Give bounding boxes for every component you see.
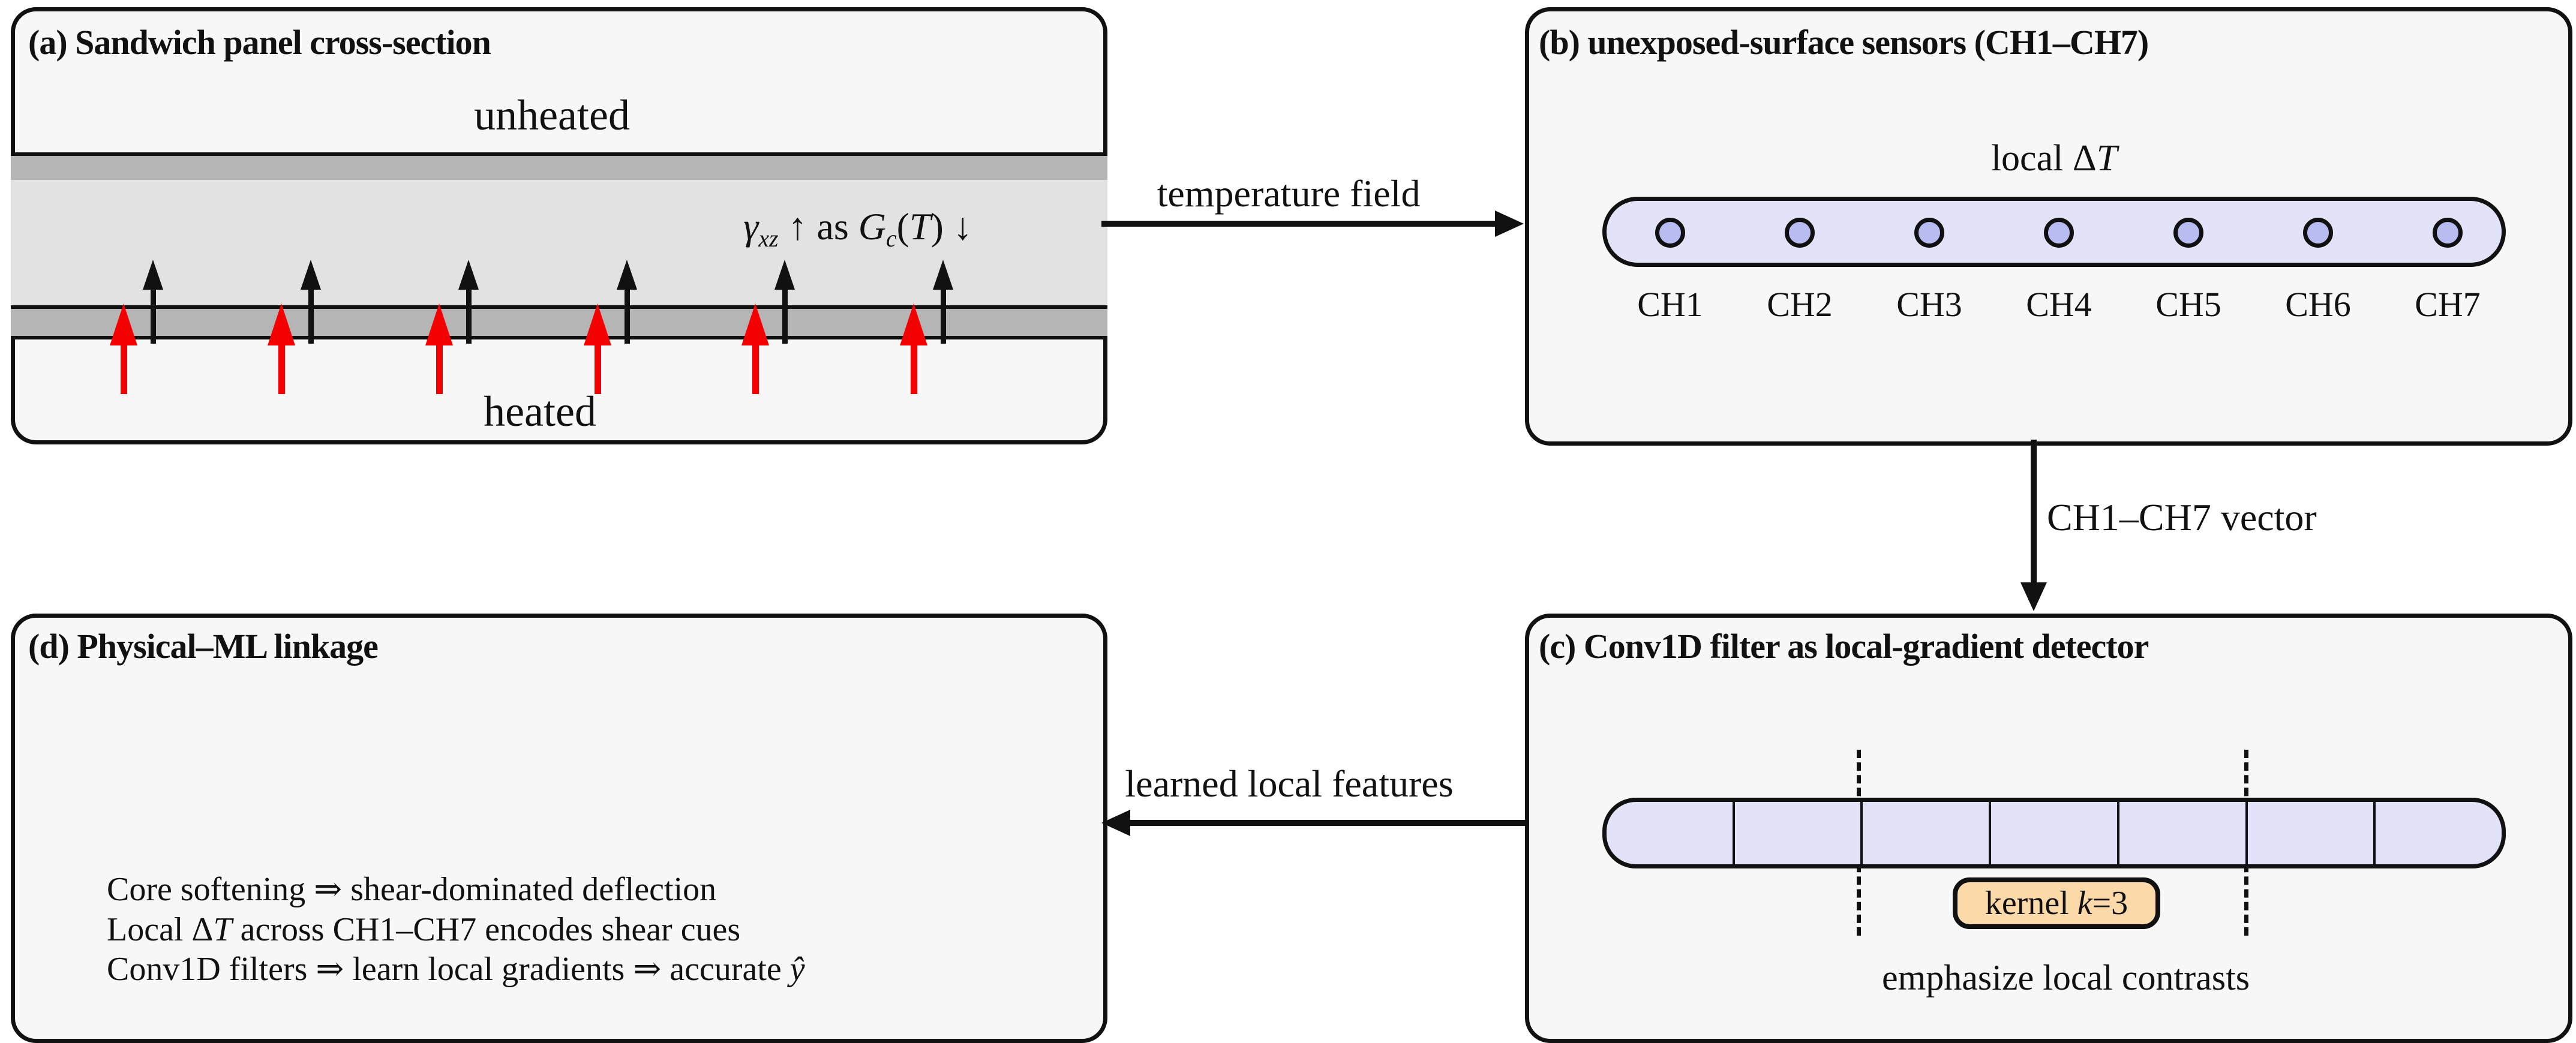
modulus-subscript: c <box>885 225 897 252</box>
linkage-text: Core softening ⇒ shear-dominated deflect… <box>107 870 805 990</box>
channel-label-ch1: CH1 <box>1637 285 1703 324</box>
sensor-dot-ch5 <box>2173 218 2203 248</box>
down-arrow-glyph: ↓ <box>953 205 972 248</box>
linkage-line-2: Local ΔT across CH1–CH7 encodes shear cu… <box>107 910 805 950</box>
panel-unexposed-sensors: (b) unexposed-surface sensors (CH1–CH7) … <box>1525 7 2572 446</box>
local-delta-T: T <box>2096 138 2118 179</box>
panel-physical-ml-linkage: (d) Physical–ML linkage Core softening ⇒… <box>11 614 1107 1043</box>
gamma-symbol: γ <box>743 205 759 248</box>
panel-d-title: (d) Physical–ML linkage <box>28 627 379 666</box>
conv-cell-7 <box>2376 802 2502 864</box>
channel-label-ch4: CH4 <box>2026 285 2092 324</box>
kernel-badge: kernel k=3 <box>1953 877 2160 929</box>
line2-T-symbol: T <box>213 910 232 948</box>
vector-arrow-shaft <box>2031 440 2037 584</box>
up-arrow-glyph: ↑ <box>788 205 807 248</box>
heat-flux-arrow-1 <box>110 303 137 394</box>
conv-cell-4 <box>1991 802 2119 864</box>
shear-modulus-symbol: G <box>858 205 886 248</box>
sensor-dot-ch4 <box>2044 218 2074 248</box>
conduction-arrow-6 <box>933 260 953 344</box>
line2-prefix: Local Δ <box>107 910 214 948</box>
conduction-arrow-5 <box>774 260 795 344</box>
temperature-arrow-shaft <box>1101 221 1497 227</box>
conv-cells <box>1607 802 2502 864</box>
conv-cell-5 <box>2119 802 2248 864</box>
temperature-field-label: temperature field <box>1157 172 1421 215</box>
temperature-arrowhead <box>1495 211 1524 237</box>
gamma-subscript: xz <box>758 225 779 252</box>
heat-flux-arrow-5 <box>741 303 769 394</box>
kernel-text-suffix: =3 <box>2092 885 2128 922</box>
kernel-k-symbol: k <box>2077 885 2092 922</box>
shear-formula: γxz ↑ as Gc(T) ↓ <box>678 205 1038 253</box>
panel-a-title: (a) Sandwich panel cross-section <box>28 23 491 62</box>
features-arrowhead <box>1101 810 1130 836</box>
vector-label: CH1–CH7 vector <box>2047 496 2317 539</box>
channel-label-ch7: CH7 <box>2415 285 2481 324</box>
panel-b-title: (b) unexposed-surface sensors (CH1–CH7) <box>1539 23 2149 62</box>
sensor-dot-ch3 <box>1914 218 1944 248</box>
channel-label-ch3: CH3 <box>1896 285 1962 324</box>
heat-flux-arrow-6 <box>900 303 927 394</box>
paren-close: ) <box>930 205 944 248</box>
unheated-label: unheated <box>474 91 630 139</box>
line2-suffix: across CH1–CH7 encodes shear cues <box>232 910 741 948</box>
conv-cell-2 <box>1735 802 1863 864</box>
sensor-dot-ch2 <box>1785 218 1815 248</box>
core-layer <box>11 180 1107 305</box>
conv-cell-1 <box>1607 802 1735 864</box>
channel-label-ch2: CH2 <box>1767 285 1833 324</box>
sensor-dot-ch6 <box>2303 218 2333 248</box>
features-arrow-shaft <box>1128 820 1525 826</box>
panel-conv1d-filter: (c) Conv1D filter as local-gradient dete… <box>1525 614 2572 1043</box>
temperature-symbol: T <box>909 205 931 248</box>
conduction-arrow-2 <box>301 260 321 344</box>
emphasize-caption: emphasize local contrasts <box>1882 958 2250 997</box>
features-label: learned local features <box>1125 762 1454 805</box>
line3-prefix: Conv1D filters ⇒ learn local gradients ⇒… <box>107 951 790 988</box>
conduction-arrow-4 <box>617 260 637 344</box>
linkage-line-3: Conv1D filters ⇒ learn local gradients ⇒… <box>107 949 805 990</box>
heat-flux-arrow-2 <box>268 303 295 394</box>
conv-input-strip <box>1602 798 2506 868</box>
local-delta-t-label: local ΔT <box>1934 137 2174 180</box>
line3-yhat-symbol: ŷ <box>789 951 805 988</box>
linkage-line-1: Core softening ⇒ shear-dominated deflect… <box>107 871 717 908</box>
sensor-dot-ch1 <box>1655 218 1685 248</box>
channel-label-ch6: CH6 <box>2285 285 2351 324</box>
paren-open: ( <box>896 205 909 248</box>
conduction-arrow-3 <box>458 260 479 344</box>
conv-cell-6 <box>2248 802 2376 864</box>
as-word: as <box>816 205 849 248</box>
vector-arrowhead <box>2020 582 2047 611</box>
sensor-dot-ch7 <box>2433 218 2463 248</box>
conduction-arrow-1 <box>143 260 163 344</box>
panel-sandwich-cross-section: (a) Sandwich panel cross-section unheate… <box>11 7 1107 444</box>
heat-flux-arrow-4 <box>584 303 611 394</box>
local-delta-prefix: local Δ <box>1990 138 2097 179</box>
kernel-text-prefix: kernel <box>1984 885 2069 922</box>
panel-c-title: (c) Conv1D filter as local-gradient dete… <box>1539 627 2149 666</box>
conv-cell-3 <box>1863 802 1992 864</box>
channel-label-ch5: CH5 <box>2155 285 2221 324</box>
heated-label: heated <box>484 387 596 435</box>
heat-flux-arrow-3 <box>425 303 453 394</box>
